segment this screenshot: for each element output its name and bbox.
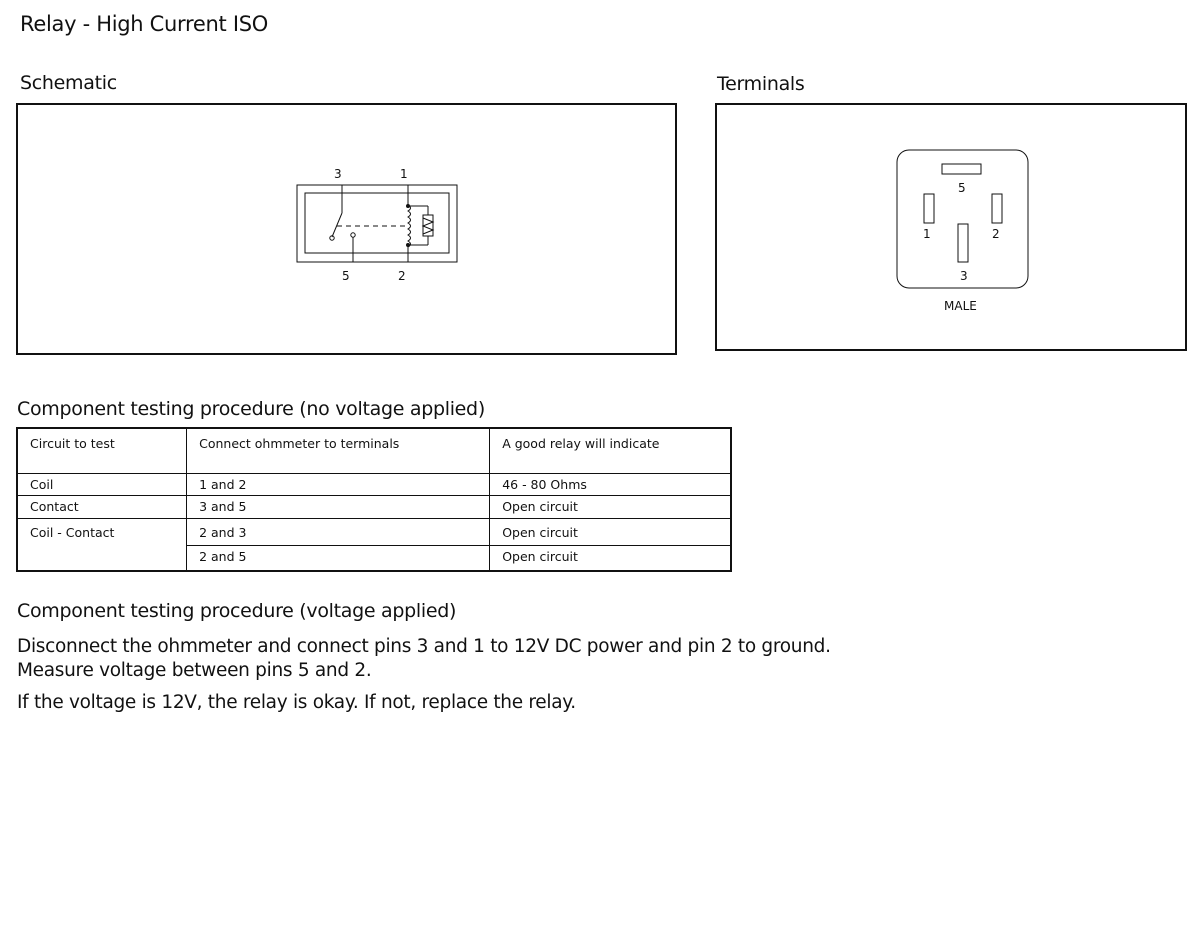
cell-terminals: 1 and 2 xyxy=(186,472,491,496)
terminal-2-blade xyxy=(991,193,1003,224)
page-title: Relay - High Current ISO xyxy=(20,12,268,36)
terminal-3-blade xyxy=(957,223,969,263)
table-row: Contact 3 and 5 Open circuit xyxy=(16,494,732,519)
relay-outer-box xyxy=(296,184,458,263)
no-voltage-heading: Component testing procedure (no voltage … xyxy=(17,398,485,420)
voltage-instruction-2: Measure voltage between pins 5 and 2. xyxy=(17,660,372,681)
terminal-2-label: 2 xyxy=(992,227,1000,241)
header-indicate: A good relay will indicate xyxy=(489,427,732,474)
cell-circuit: Coil xyxy=(16,472,188,496)
terminal-3-label: 3 xyxy=(960,269,968,283)
cell-indicate: Open circuit xyxy=(489,494,732,519)
header-circuit: Circuit to test xyxy=(16,427,188,474)
terminal-gender-caption: MALE xyxy=(944,299,977,313)
cell-terminals: 2 and 3 xyxy=(186,517,491,546)
table-row: Coil 1 and 2 46 - 80 Ohms xyxy=(16,472,732,496)
terminals-label: Terminals xyxy=(717,73,805,95)
schematic-pin-5: 5 xyxy=(342,269,350,283)
cell-circuit xyxy=(16,545,188,572)
terminal-1-blade xyxy=(923,193,935,224)
cell-indicate: 46 - 80 Ohms xyxy=(489,472,732,496)
no-voltage-test-table: Circuit to test Connect ohmmeter to term… xyxy=(16,427,732,572)
schematic-pin-3: 3 xyxy=(334,167,342,181)
header-terminals: Connect ohmmeter to terminals xyxy=(186,427,491,474)
cell-indicate: Open circuit xyxy=(489,517,732,546)
table-header-row: Circuit to test Connect ohmmeter to term… xyxy=(16,427,732,474)
connector-outline xyxy=(896,149,1029,289)
relay-schematic-diagram: 3 1 5 2 xyxy=(296,167,458,283)
schematic-label: Schematic xyxy=(20,72,117,94)
cell-terminals: 3 and 5 xyxy=(186,494,491,519)
schematic-pin-1: 1 xyxy=(400,167,408,181)
voltage-instruction-1: Disconnect the ohmmeter and connect pins… xyxy=(17,636,831,657)
table-row: 2 and 5 Open circuit xyxy=(16,544,732,572)
cell-terminals: 2 and 5 xyxy=(186,544,491,572)
terminal-5-blade xyxy=(941,163,982,175)
terminal-1-label: 1 xyxy=(923,227,931,241)
terminal-layout-diagram: 5 1 2 3 MALE xyxy=(896,149,1029,313)
schematic-panel: 3 1 5 2 xyxy=(16,103,677,355)
cell-indicate: Open circuit xyxy=(489,544,732,572)
terminals-panel: 5 1 2 3 MALE xyxy=(715,103,1187,351)
cell-circuit: Contact xyxy=(16,494,188,519)
voltage-heading: Component testing procedure (voltage app… xyxy=(17,600,457,622)
cell-circuit: Coil - Contact xyxy=(16,517,188,545)
relay-inner-box xyxy=(304,192,450,254)
table-row: Coil - Contact 2 and 3 Open circuit xyxy=(16,517,732,546)
schematic-pin-2: 2 xyxy=(398,269,406,283)
terminal-5-label: 5 xyxy=(958,181,966,195)
voltage-result-note: If the voltage is 12V, the relay is okay… xyxy=(17,692,576,713)
